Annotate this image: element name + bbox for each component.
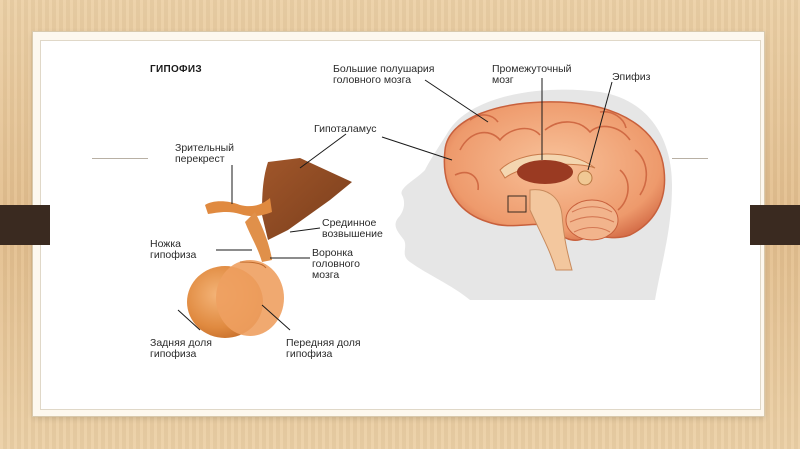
label-epiphysis: Эпифиз	[612, 71, 651, 83]
label-diencephalon: Промежуточный мозг	[492, 63, 572, 86]
label-median-eminence: Срединное возвышение	[322, 217, 383, 240]
diagram-title: ГИПОФИЗ	[150, 64, 202, 75]
optic-chiasm	[205, 198, 272, 217]
label-hemispheres: Большие полушария головного мозга	[333, 63, 435, 86]
label-hypothalamus: Гипоталамус	[314, 123, 377, 135]
label-posterior-lobe: Задняя доля гипофиза	[150, 337, 212, 360]
brainstem	[529, 189, 573, 271]
right-divider-line	[672, 158, 708, 159]
hypothalamus-wedge	[262, 158, 352, 240]
leader-lines	[177, 78, 613, 331]
anterior-lobe	[216, 260, 284, 336]
label-pituitary-stalk: Ножка гипофиза	[150, 238, 197, 261]
label-optic-chiasm: Зрительный перекрест	[175, 142, 235, 165]
pituitary-stalk	[245, 212, 272, 262]
left-divider-line	[92, 158, 148, 159]
label-anterior-lobe: Передняя доля гипофиза	[286, 337, 361, 360]
epiphysis-gland	[577, 170, 593, 186]
right-edge-tab	[750, 205, 800, 245]
diencephalon-mass	[517, 160, 573, 184]
hypothalamus-marker	[507, 195, 527, 213]
label-brain-funnel: Воронка головного мозга	[312, 247, 360, 281]
left-edge-tab	[0, 205, 50, 245]
brain-gyri	[454, 110, 648, 211]
